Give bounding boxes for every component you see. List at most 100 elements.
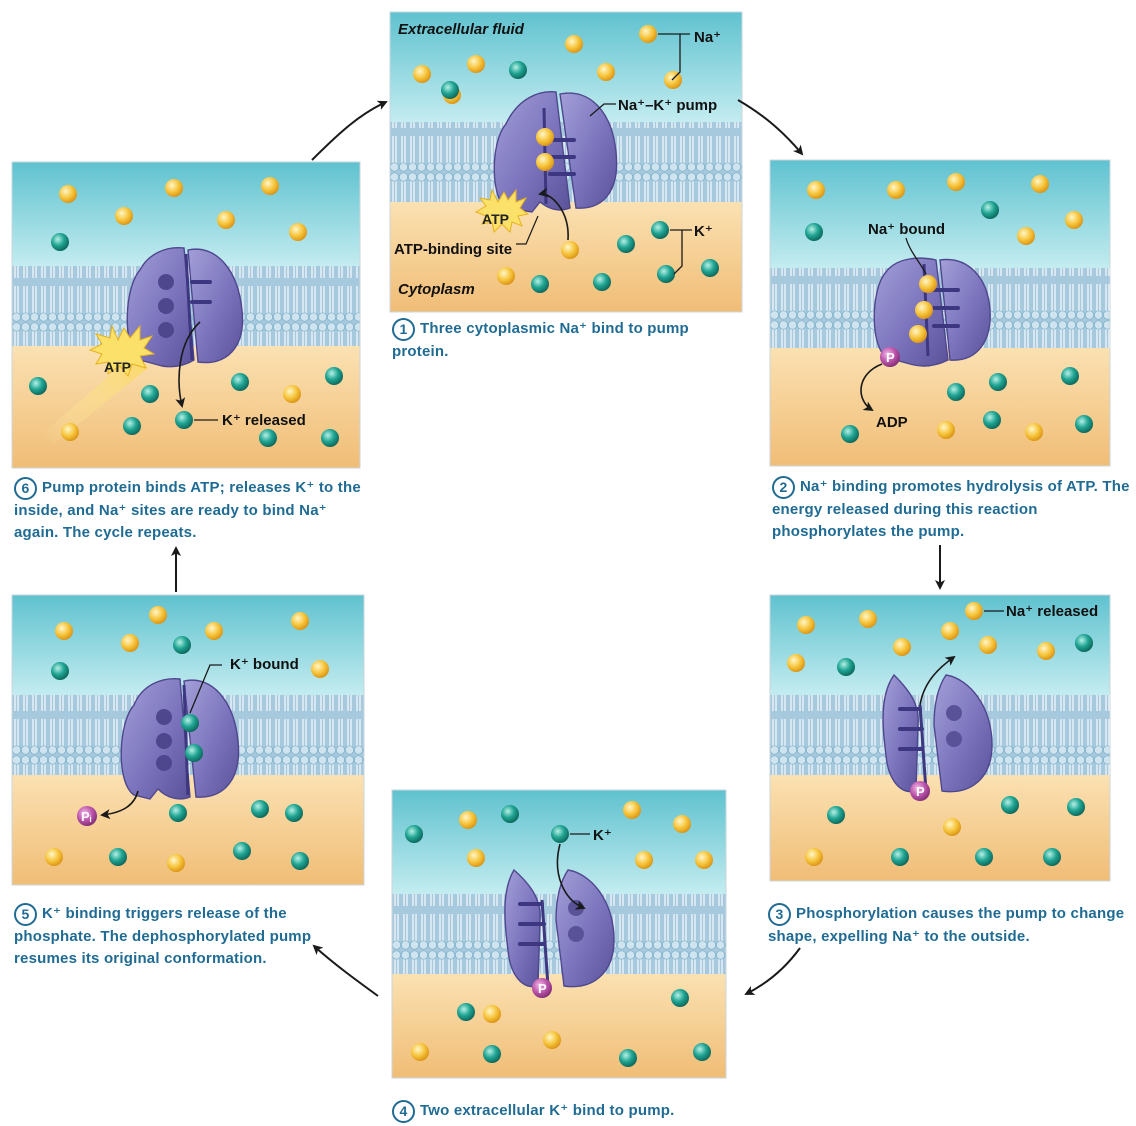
sodium-ion-icon [979,636,997,654]
sodium-ion-icon [805,848,823,866]
sodium-ion-icon [467,55,485,73]
phosphate-label: P [916,784,925,799]
sodium-ion-icon [149,606,167,624]
step-number: 3 [768,903,791,926]
sodium-ion-icon [467,849,485,867]
sodium-ion-icon [1065,211,1083,229]
potassium-ion-icon [141,385,159,403]
potassium-ion-icon [701,259,719,277]
potassium-ion-icon [51,233,69,251]
sodium-ion-icon [941,622,959,640]
potassium-ion-icon [457,1003,475,1021]
sodium-ion-icon [893,638,911,656]
potassium-ion-icon [175,411,193,429]
cytoplasm-region [12,346,360,468]
caption-text: Phosphorylation causes the pump to chang… [768,905,1125,945]
cytoplasm-region [770,775,1110,881]
atp-burst-icon: ATP [88,324,156,378]
sodium-ion-icon [943,818,961,836]
sodium-ion-icon [664,71,682,89]
potassium-ion-icon [291,852,309,870]
sodium-ion-icon [937,421,955,439]
potassium-ion-icon [1061,367,1079,385]
adp-label: ADP [876,414,908,431]
sodium-ion-icon [59,185,77,203]
potassium-ion-icon [285,804,303,822]
sodium-ion-icon [459,811,477,829]
sodium-ion-icon [289,223,307,241]
potassium-ion-icon [1001,796,1019,814]
pump-label: Na⁺–K⁺ pump [618,97,717,114]
potassium-ion-icon [233,842,251,860]
potassium-ion-icon [231,373,249,391]
step-number: 5 [14,903,37,926]
phosphate-icon [77,806,97,826]
potassium-bound-label: K⁺ bound [230,656,299,673]
caption-text: K⁺ binding triggers release of the phosp… [14,905,312,967]
potassium-ion-icon [321,429,339,447]
phosphate-icon [532,978,552,998]
cytoplasm-label: Cytoplasm [398,281,475,298]
potassium-ion-icon [619,1049,637,1067]
sodium-potassium-pump [126,247,244,368]
sodium-ion-icon [217,211,235,229]
potassium-ion-icon [891,848,909,866]
caption-text: Three cytoplasmic Na⁺ bind to pump prote… [392,320,689,360]
potassium-ion-icon [617,235,635,253]
potassium-ion-icon [1075,634,1093,652]
sodium-ion-icon [635,851,653,869]
phosphate-release-arrow [100,790,139,820]
sodium-ion-icon [413,65,431,83]
sodium-potassium-pump [120,678,240,800]
sodium-ion-icon [536,153,554,171]
sodium-ion-icon [1031,175,1049,193]
potassium-ion-icon [509,61,527,79]
cycle-arrow-icon [744,947,801,995]
sodium-ion-icon [639,25,657,43]
panel-3: P Na⁺ released [769,594,1111,882]
phosphate-label: P [538,981,547,996]
potassium-ion-icon [501,805,519,823]
potassium-ion-icon [1075,415,1093,433]
phosphate-label: P [886,350,895,365]
sodium-ion-icon [859,610,877,628]
sodium-ion-icon [807,181,825,199]
sodium-ion-icon [45,848,63,866]
extracellular-fluid-region [770,595,1110,695]
potassium-released-label: K⁺ released [222,412,306,429]
potassium-ion-icon [975,848,993,866]
phosphate-icon [880,347,900,367]
cycle-arrow-icon [737,99,804,156]
sodium-ion-icon [947,173,965,191]
sodium-entry-arrow [538,187,569,241]
sodium-ion-icon [1017,227,1035,245]
potassium-ion-icon [109,848,127,866]
potassium-ion-icon [657,265,675,283]
sodium-ion-icon [261,177,279,195]
potassium-ion-icon [551,825,569,843]
potassium-ion-icon [947,383,965,401]
sodium-ion-icon [887,181,905,199]
sodium-ion-icon [205,622,223,640]
sodium-ion-icon [915,301,933,319]
atp-binding-site-label: ATP-binding site [394,241,512,258]
caption-text: Pump protein binds ATP; releases K⁺ to t… [14,479,361,541]
potassium-ion-icon [251,800,269,818]
panel-2: Na⁺ bound P ADP [769,159,1111,467]
potassium-entry-arrow [556,843,586,910]
sodium-ion-icon [1025,423,1043,441]
sodium-ion-icon [797,616,815,634]
extracellular-fluid-region [770,160,1110,268]
sodium-ion-icon [909,325,927,343]
potassium-ion-icon [123,417,141,435]
potassium-ion-icon [259,429,277,447]
sodium-ion-icon [167,854,185,872]
potassium-ion-icon [51,662,69,680]
potassium-ion-icon [651,221,669,239]
potassium-ion-icon [169,804,187,822]
extracellular-fluid-label: Extracellular fluid [398,21,525,38]
